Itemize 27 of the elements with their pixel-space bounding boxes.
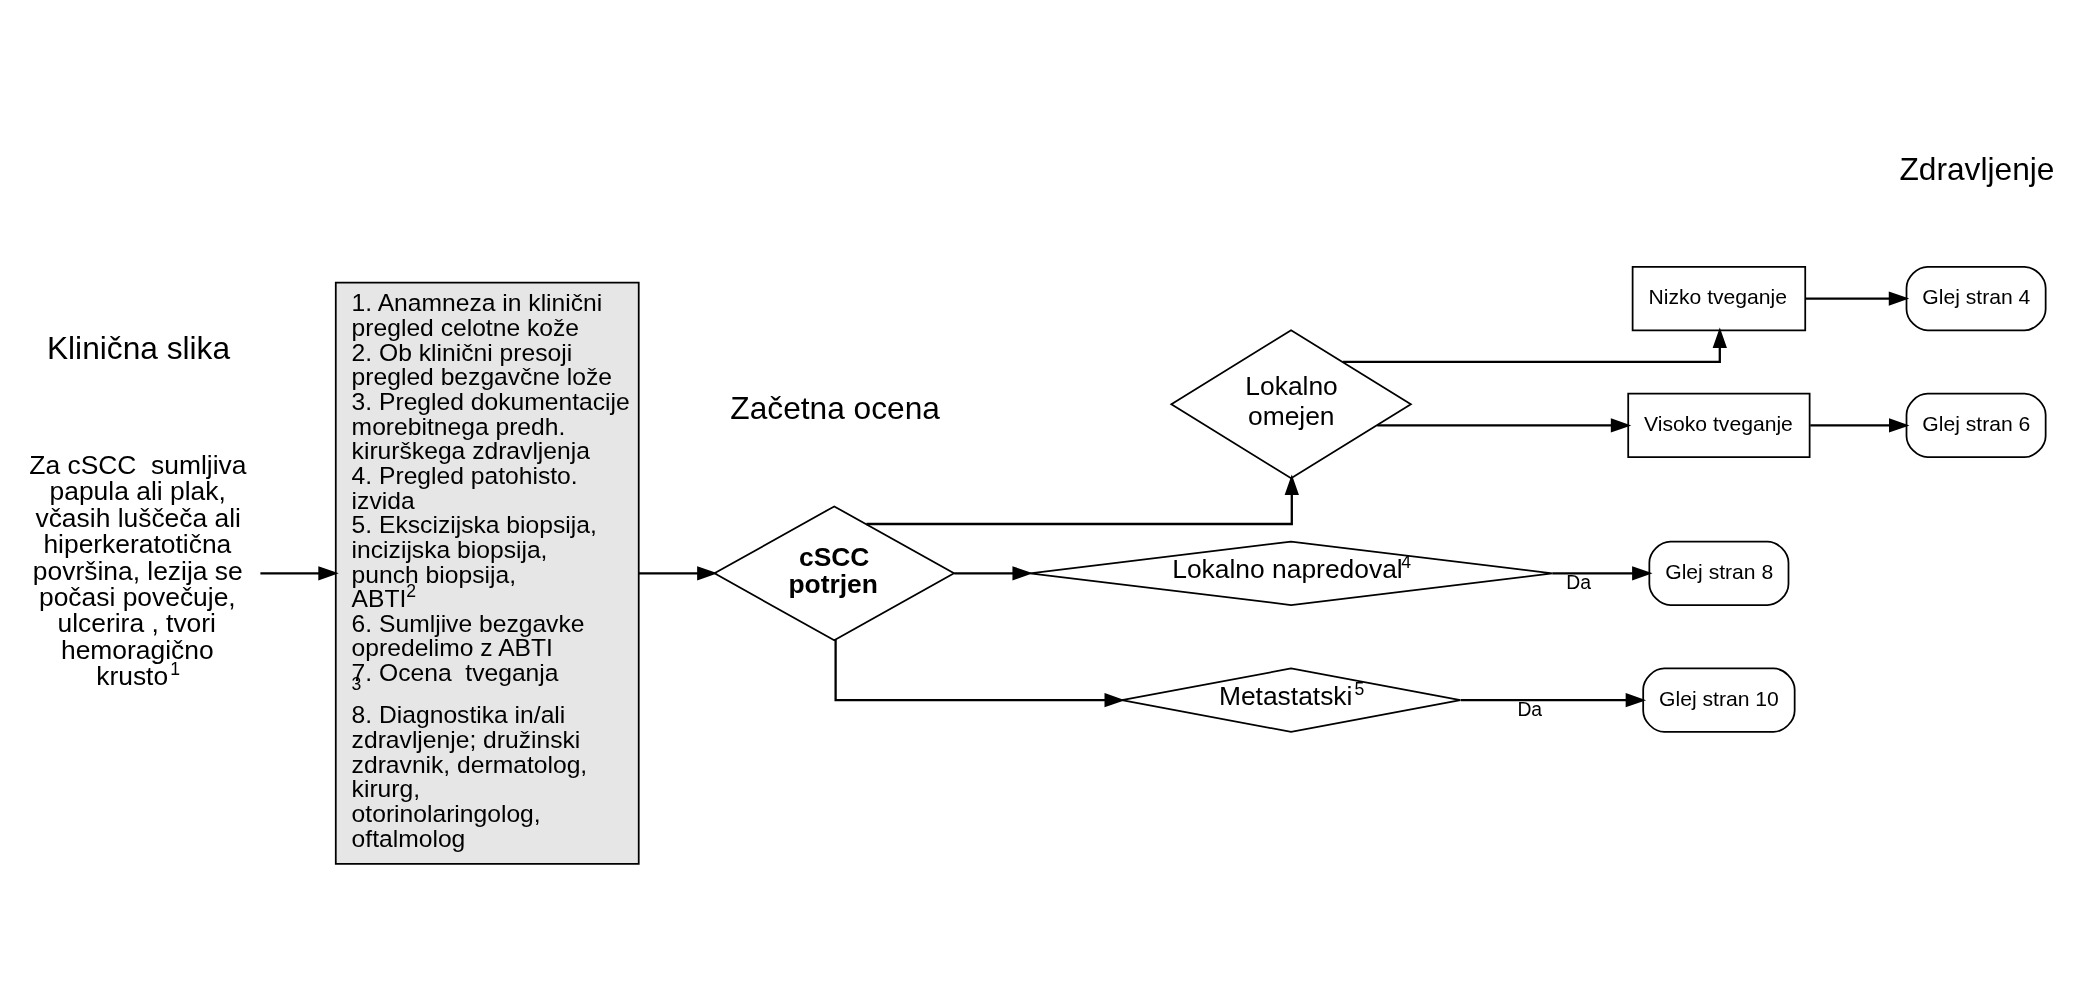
node-diamond: Metastatski$^{5}$ <box>1120 667 1462 733</box>
arrow <box>866 474 1299 526</box>
node-diamond: Lokalno omejen <box>1169 329 1413 480</box>
node-diamond: cSCC potrjen <box>712 505 956 642</box>
arrow <box>954 566 1033 581</box>
label: Klinična slika <box>46 330 231 367</box>
arrow <box>1342 327 1727 364</box>
edge-label: Da <box>1517 697 1543 720</box>
arrow <box>260 566 339 581</box>
node-box: Glej stran 8 <box>1648 540 1790 606</box>
arrow <box>834 639 1125 708</box>
node-box: Nizko tveganje <box>1631 266 1807 332</box>
arrow <box>1460 693 1647 708</box>
node-box: Glej stran 6 <box>1905 392 2047 458</box>
arrow <box>1810 418 1910 433</box>
arrow <box>1377 418 1632 433</box>
edge-label: Da <box>1566 570 1592 593</box>
node-diamond: Lokalno napredoval$^{4}$ <box>1029 540 1554 606</box>
label: Začetna ocena <box>730 390 940 427</box>
arrow <box>1552 566 1653 581</box>
node-text: Za cSCC sumljiva papula ali plak, včasih luščeča ali hiperkeratotična površina, lezija se počasi povečuje, ulcerira , tvori hemoragično krusto$^{1}$ <box>29 449 247 692</box>
node-box: Visoko tveganje <box>1627 392 1811 458</box>
arrow <box>1805 291 1910 306</box>
arrow <box>638 566 718 581</box>
node-box: Glej stran 10 <box>1642 667 1796 733</box>
label: Zdravljenje <box>1899 150 2055 187</box>
node-box: Glej stran 4 <box>1905 266 2047 332</box>
